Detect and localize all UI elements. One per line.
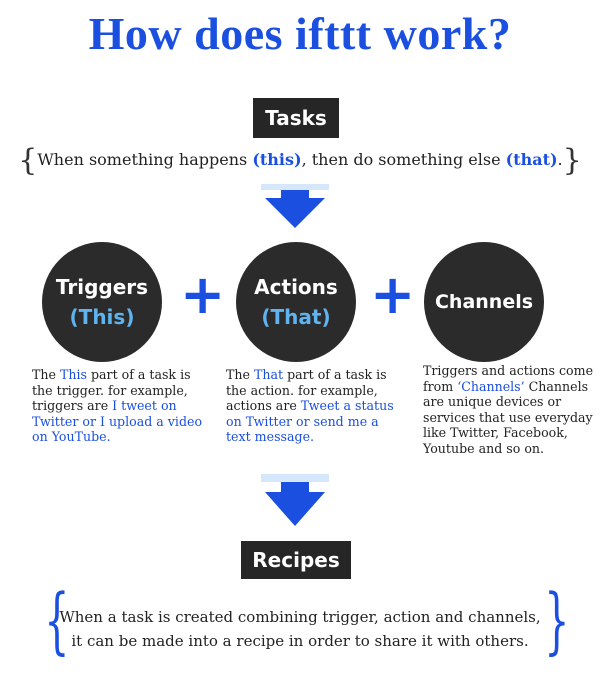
recipes-label: Recipes bbox=[241, 541, 351, 579]
actions-circle: Actions (That) bbox=[236, 242, 356, 362]
plus-icon: + bbox=[180, 263, 226, 326]
tasks-text-before: When something happens bbox=[37, 150, 253, 169]
tasks-text-after: . bbox=[557, 150, 563, 169]
channels-title: Channels bbox=[434, 291, 534, 313]
channels-description: Triggers and actions come from ‘Channels… bbox=[423, 363, 595, 457]
brace-open: { bbox=[18, 143, 38, 178]
actions-title: Actions bbox=[254, 275, 338, 299]
channels-desc-highlight: ‘Channels’ bbox=[457, 378, 525, 394]
plus-icon: + bbox=[370, 263, 416, 326]
actions-desc-example: Tweet a status on Twitter or send me a t… bbox=[226, 398, 394, 445]
actions-description: The That part of a task is the action. f… bbox=[226, 367, 404, 445]
triggers-title: Triggers bbox=[55, 275, 149, 299]
actions-desc-text: The bbox=[226, 367, 254, 382]
recipes-description: When a task is created combining trigger… bbox=[58, 605, 542, 653]
recipe-brace-open: { bbox=[44, 578, 70, 662]
tasks-this-highlight: (this) bbox=[252, 150, 302, 169]
triggers-circle: Triggers (This) bbox=[42, 242, 162, 362]
triggers-desc-example: I tweet on Twitter or I upload a video o… bbox=[32, 398, 203, 445]
triggers-desc-highlight: This bbox=[59, 367, 87, 382]
tasks-description: {When something happens (this), then do … bbox=[0, 143, 600, 178]
recipes-line-2: it can be made into a recipe in order to… bbox=[71, 632, 529, 650]
tasks-text-middle: , then do something else bbox=[301, 150, 506, 169]
triggers-desc-text: part of a task is the trigger. for examp… bbox=[32, 367, 191, 414]
channels-circle: Channels bbox=[424, 242, 544, 362]
actions-desc-text: part of a task is the action. for exampl… bbox=[226, 367, 387, 414]
actions-subtitle: (That) bbox=[261, 305, 331, 329]
tasks-that-highlight: (that) bbox=[505, 150, 558, 169]
triggers-desc-text: The bbox=[32, 367, 60, 382]
triggers-description: The This part of a task is the trigger. … bbox=[32, 367, 210, 445]
page-title: How does ifttt work? bbox=[88, 8, 512, 59]
channels-desc-text: Channels are unique devices or services … bbox=[423, 378, 593, 456]
brace-close: } bbox=[562, 143, 582, 178]
triggers-subtitle: (This) bbox=[69, 305, 135, 329]
actions-desc-highlight: That bbox=[253, 367, 284, 382]
arrow-down-icon bbox=[261, 474, 329, 526]
recipes-line-1: When a task is created combining trigger… bbox=[59, 608, 541, 626]
tasks-label: Tasks bbox=[253, 98, 339, 138]
channels-desc-text: Triggers and actions come from bbox=[423, 363, 594, 394]
arrow-down-icon bbox=[261, 184, 329, 228]
recipe-brace-close: } bbox=[544, 578, 570, 662]
